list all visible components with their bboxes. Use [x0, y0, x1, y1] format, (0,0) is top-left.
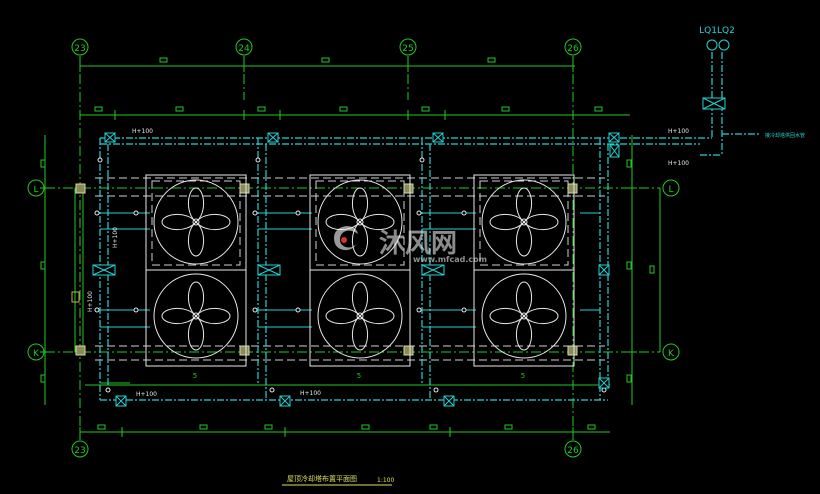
valves — [92, 97, 726, 407]
axis-bubble-left-L: L — [27, 179, 45, 197]
cooling-tower — [473, 174, 575, 367]
svg-text:K: K — [33, 349, 40, 359]
axis-bubble-top-23: 23 — [71, 38, 89, 56]
valve — [92, 264, 116, 276]
axis-bubble-bottom-26: 26 — [564, 440, 582, 458]
svg-text:5: 5 — [357, 372, 361, 380]
fan-icon — [481, 273, 567, 359]
valve — [702, 97, 726, 110]
pipe-tag: LQ1LQ2 — [699, 26, 735, 51]
drawing-title-block: 屋顶冷却塔布置平面图 1:100 — [282, 474, 394, 486]
valve — [257, 264, 281, 276]
elevation-labels: H+100 H+100 H+100 H+100 H+100 H+100 H+10… — [87, 128, 689, 398]
valve — [432, 132, 444, 143]
valve — [443, 395, 455, 407]
fan-icon — [481, 179, 567, 265]
axis-bubble-top-24: 24 — [235, 38, 253, 56]
svg-text:H+100: H+100 — [132, 128, 153, 135]
valve — [104, 132, 116, 143]
watermark: 沐风网 www.mfcad.com — [334, 226, 487, 264]
cooling-towers — [145, 174, 575, 367]
fan-icon — [317, 273, 403, 359]
svg-text:23: 23 — [74, 446, 85, 456]
svg-text:www.mfcad.com: www.mfcad.com — [413, 255, 487, 264]
svg-text:L: L — [33, 185, 38, 195]
valve — [609, 144, 620, 158]
tower-numbers: 5 5 5 — [193, 372, 525, 380]
svg-text:23: 23 — [74, 44, 85, 54]
drawing-scale: 1:100 — [377, 477, 394, 484]
axis-bubbles: 23 24 25 26 23 26 L K L K — [27, 38, 680, 458]
watermark-logo-icon — [334, 226, 358, 251]
axis-bubble-right-L: L — [662, 179, 680, 197]
fan-icon — [153, 179, 239, 265]
axis-bubble-top-26: 26 — [564, 38, 582, 56]
svg-text:H+100: H+100 — [87, 291, 94, 312]
valve — [115, 395, 127, 407]
svg-text:H+100: H+100 — [668, 160, 689, 167]
svg-text:H+100: H+100 — [112, 227, 119, 248]
axis-bubble-left-K: K — [27, 343, 45, 361]
fan-icon — [153, 273, 239, 359]
svg-text:25: 25 — [402, 44, 413, 54]
svg-text:5: 5 — [521, 372, 525, 380]
svg-text:H+100: H+100 — [668, 128, 689, 135]
svg-text:26: 26 — [567, 44, 579, 54]
valve — [267, 132, 279, 143]
valve — [421, 264, 445, 276]
axis-bubble-right-K: K — [662, 343, 680, 361]
svg-text:H+100: H+100 — [136, 391, 157, 398]
svg-text:5: 5 — [193, 372, 197, 380]
svg-text:LQ1LQ2: LQ1LQ2 — [699, 26, 735, 36]
valve — [279, 395, 291, 407]
axis-bubble-bottom-23: 23 — [71, 440, 89, 458]
columns — [75, 183, 578, 356]
svg-text:K: K — [668, 349, 675, 359]
cooling-tower — [309, 174, 411, 367]
valve — [598, 377, 610, 389]
platform-outline — [71, 177, 610, 386]
drawing-title: 屋顶冷却塔布置平面图 — [287, 474, 357, 483]
svg-text:26: 26 — [567, 446, 579, 456]
cooling-tower — [145, 174, 247, 367]
axis-bubble-top-25: 25 — [399, 38, 417, 56]
pipe-note: 接冷却塔供回水管 — [765, 132, 805, 139]
svg-text:沐风网: 沐风网 — [379, 229, 457, 259]
axis-grid-lines — [45, 56, 660, 440]
svg-text:L: L — [668, 185, 673, 195]
svg-text:24: 24 — [238, 44, 250, 54]
svg-text:H+100: H+100 — [300, 390, 321, 397]
valve — [608, 132, 620, 143]
valve — [598, 264, 610, 276]
